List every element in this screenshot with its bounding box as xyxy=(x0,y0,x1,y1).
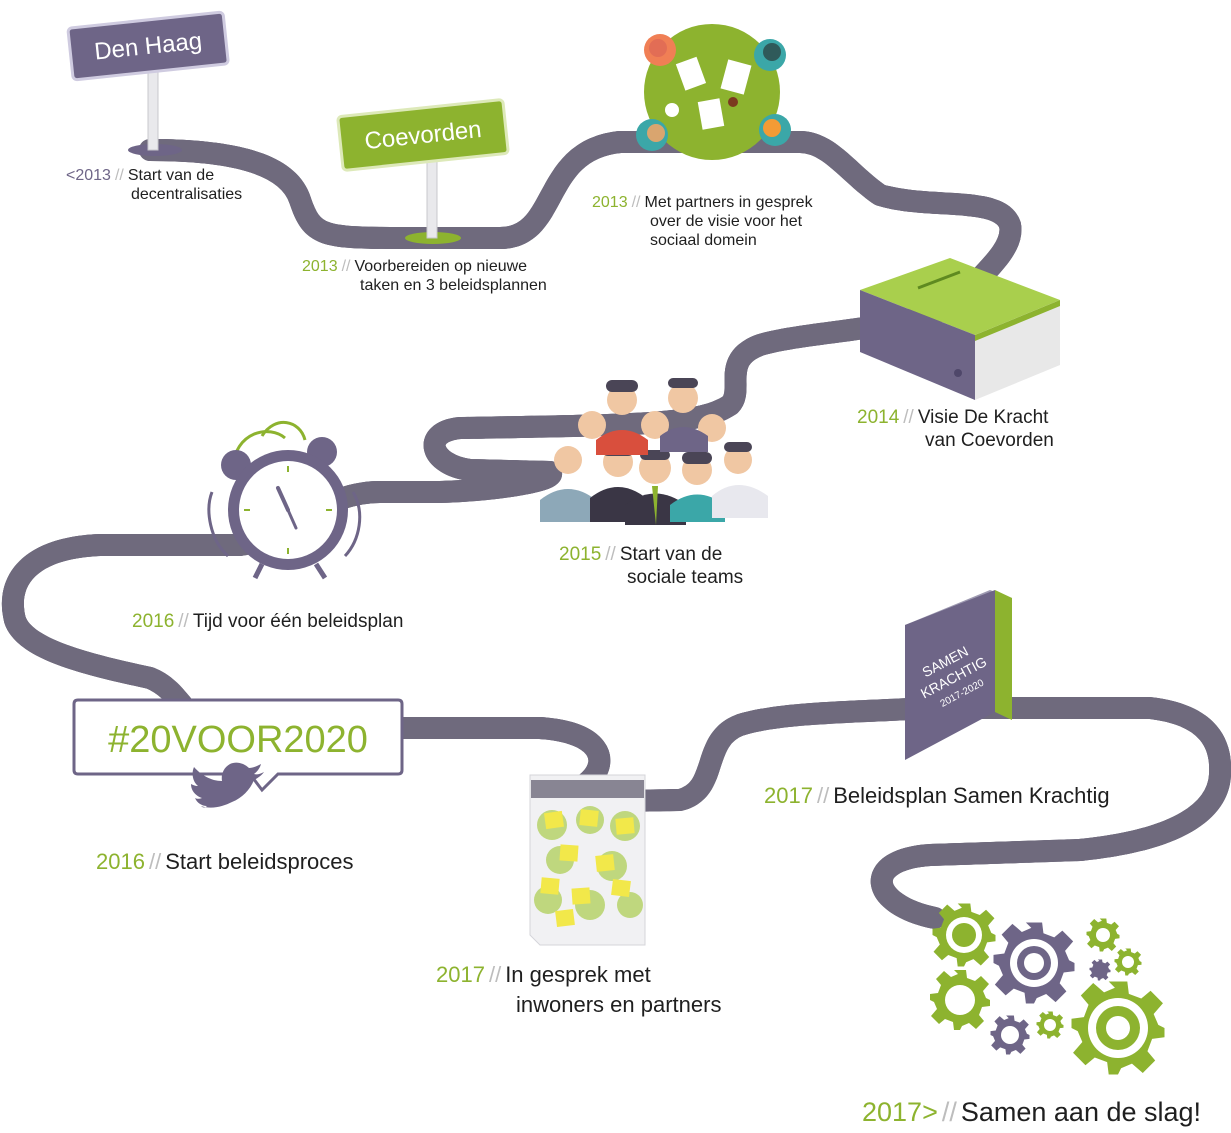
people-group-icon xyxy=(540,378,768,525)
milestone-year: 2013 xyxy=(302,258,338,275)
milestone-year: 2014 xyxy=(857,407,900,428)
milestone-text: over de visie voor het xyxy=(650,213,803,231)
milestone-label-in-gesprek: 2017//In gesprek met inwoners en partner… xyxy=(436,962,722,1018)
milestone-year: 2017 xyxy=(436,962,485,987)
milestone-year: 2013 xyxy=(592,194,628,211)
milestone-label-decentralisaties: <2013//Start van de decentralisaties xyxy=(66,167,243,204)
meeting-table-icon xyxy=(636,24,791,160)
milestone-text: Start van de xyxy=(127,167,215,184)
milestone-year: 2017> xyxy=(862,1097,938,1127)
milestone-text: Start van de xyxy=(619,544,723,565)
milestone-text: sociaal domein xyxy=(650,232,757,250)
milestone-text: decentralisaties xyxy=(131,186,243,204)
milestone-label-visie: 2014//Visie De Kracht van Coevorden xyxy=(857,407,1054,451)
milestone-year: <2013 xyxy=(66,167,111,184)
milestone-text: Tijd voor één beleidsplan xyxy=(192,611,404,632)
milestone-year: 2016 xyxy=(96,849,145,874)
purple-book-icon: SAMEN KRACHTIG 2017-2020 xyxy=(905,590,1012,760)
twitter-bird-icon xyxy=(191,762,264,808)
milestone-text: taken en 3 beleidsplannen xyxy=(360,277,547,295)
hashtag-text: #20VOOR2020 xyxy=(108,719,368,761)
milestone-text: van Coevorden xyxy=(925,429,1054,451)
green-book-icon xyxy=(860,258,1060,400)
hashtag-bubble: #20VOOR2020 xyxy=(72,698,404,793)
milestone-text: Beleidsplan Samen Krachtig xyxy=(833,783,1110,808)
sticky-notes-board-icon xyxy=(529,774,646,946)
milestone-label-sociale-teams: 2015//Start van de sociale teams xyxy=(559,544,744,588)
milestone-text: Voorbereiden op nieuwe xyxy=(354,258,528,275)
milestone-text: In gesprek met xyxy=(505,962,651,987)
milestone-year: 2015 xyxy=(559,544,602,565)
milestone-year: 2016 xyxy=(132,611,175,632)
milestone-label-samen-krachtig: 2017//Beleidsplan Samen Krachtig xyxy=(764,783,1110,808)
milestone-text: inwoners en partners xyxy=(516,992,722,1018)
milestone-label-beleidsproces: 2016//Start beleidsproces xyxy=(96,849,354,874)
milestone-year: 2017 xyxy=(764,783,813,808)
road xyxy=(13,131,1231,929)
coevorden-sign-icon: Coevorden xyxy=(336,98,510,244)
milestone-label-samen-aan-de-slag: 2017>//Samen aan de slag! xyxy=(862,1097,1202,1127)
milestone-label-partners: 2013//Met partners in gesprek over de vi… xyxy=(592,194,813,250)
milestone-text: Start beleidsproces xyxy=(165,849,354,874)
milestone-label-een-beleidsplan: 2016//Tijd voor één beleidsplan xyxy=(132,611,404,632)
den-haag-sign-icon: Den Haag xyxy=(66,10,230,156)
gears-icon xyxy=(930,903,1165,1075)
milestone-text: Samen aan de slag! xyxy=(960,1097,1202,1127)
milestone-text: sociale teams xyxy=(627,566,744,588)
alarm-clock-icon xyxy=(207,420,362,580)
milestone-text: Visie De Kracht xyxy=(917,407,1049,428)
milestone-text: Met partners in gesprek xyxy=(644,194,813,211)
milestone-label-voorbereiden: 2013//Voorbereiden op nieuwe taken en 3 … xyxy=(302,258,547,295)
